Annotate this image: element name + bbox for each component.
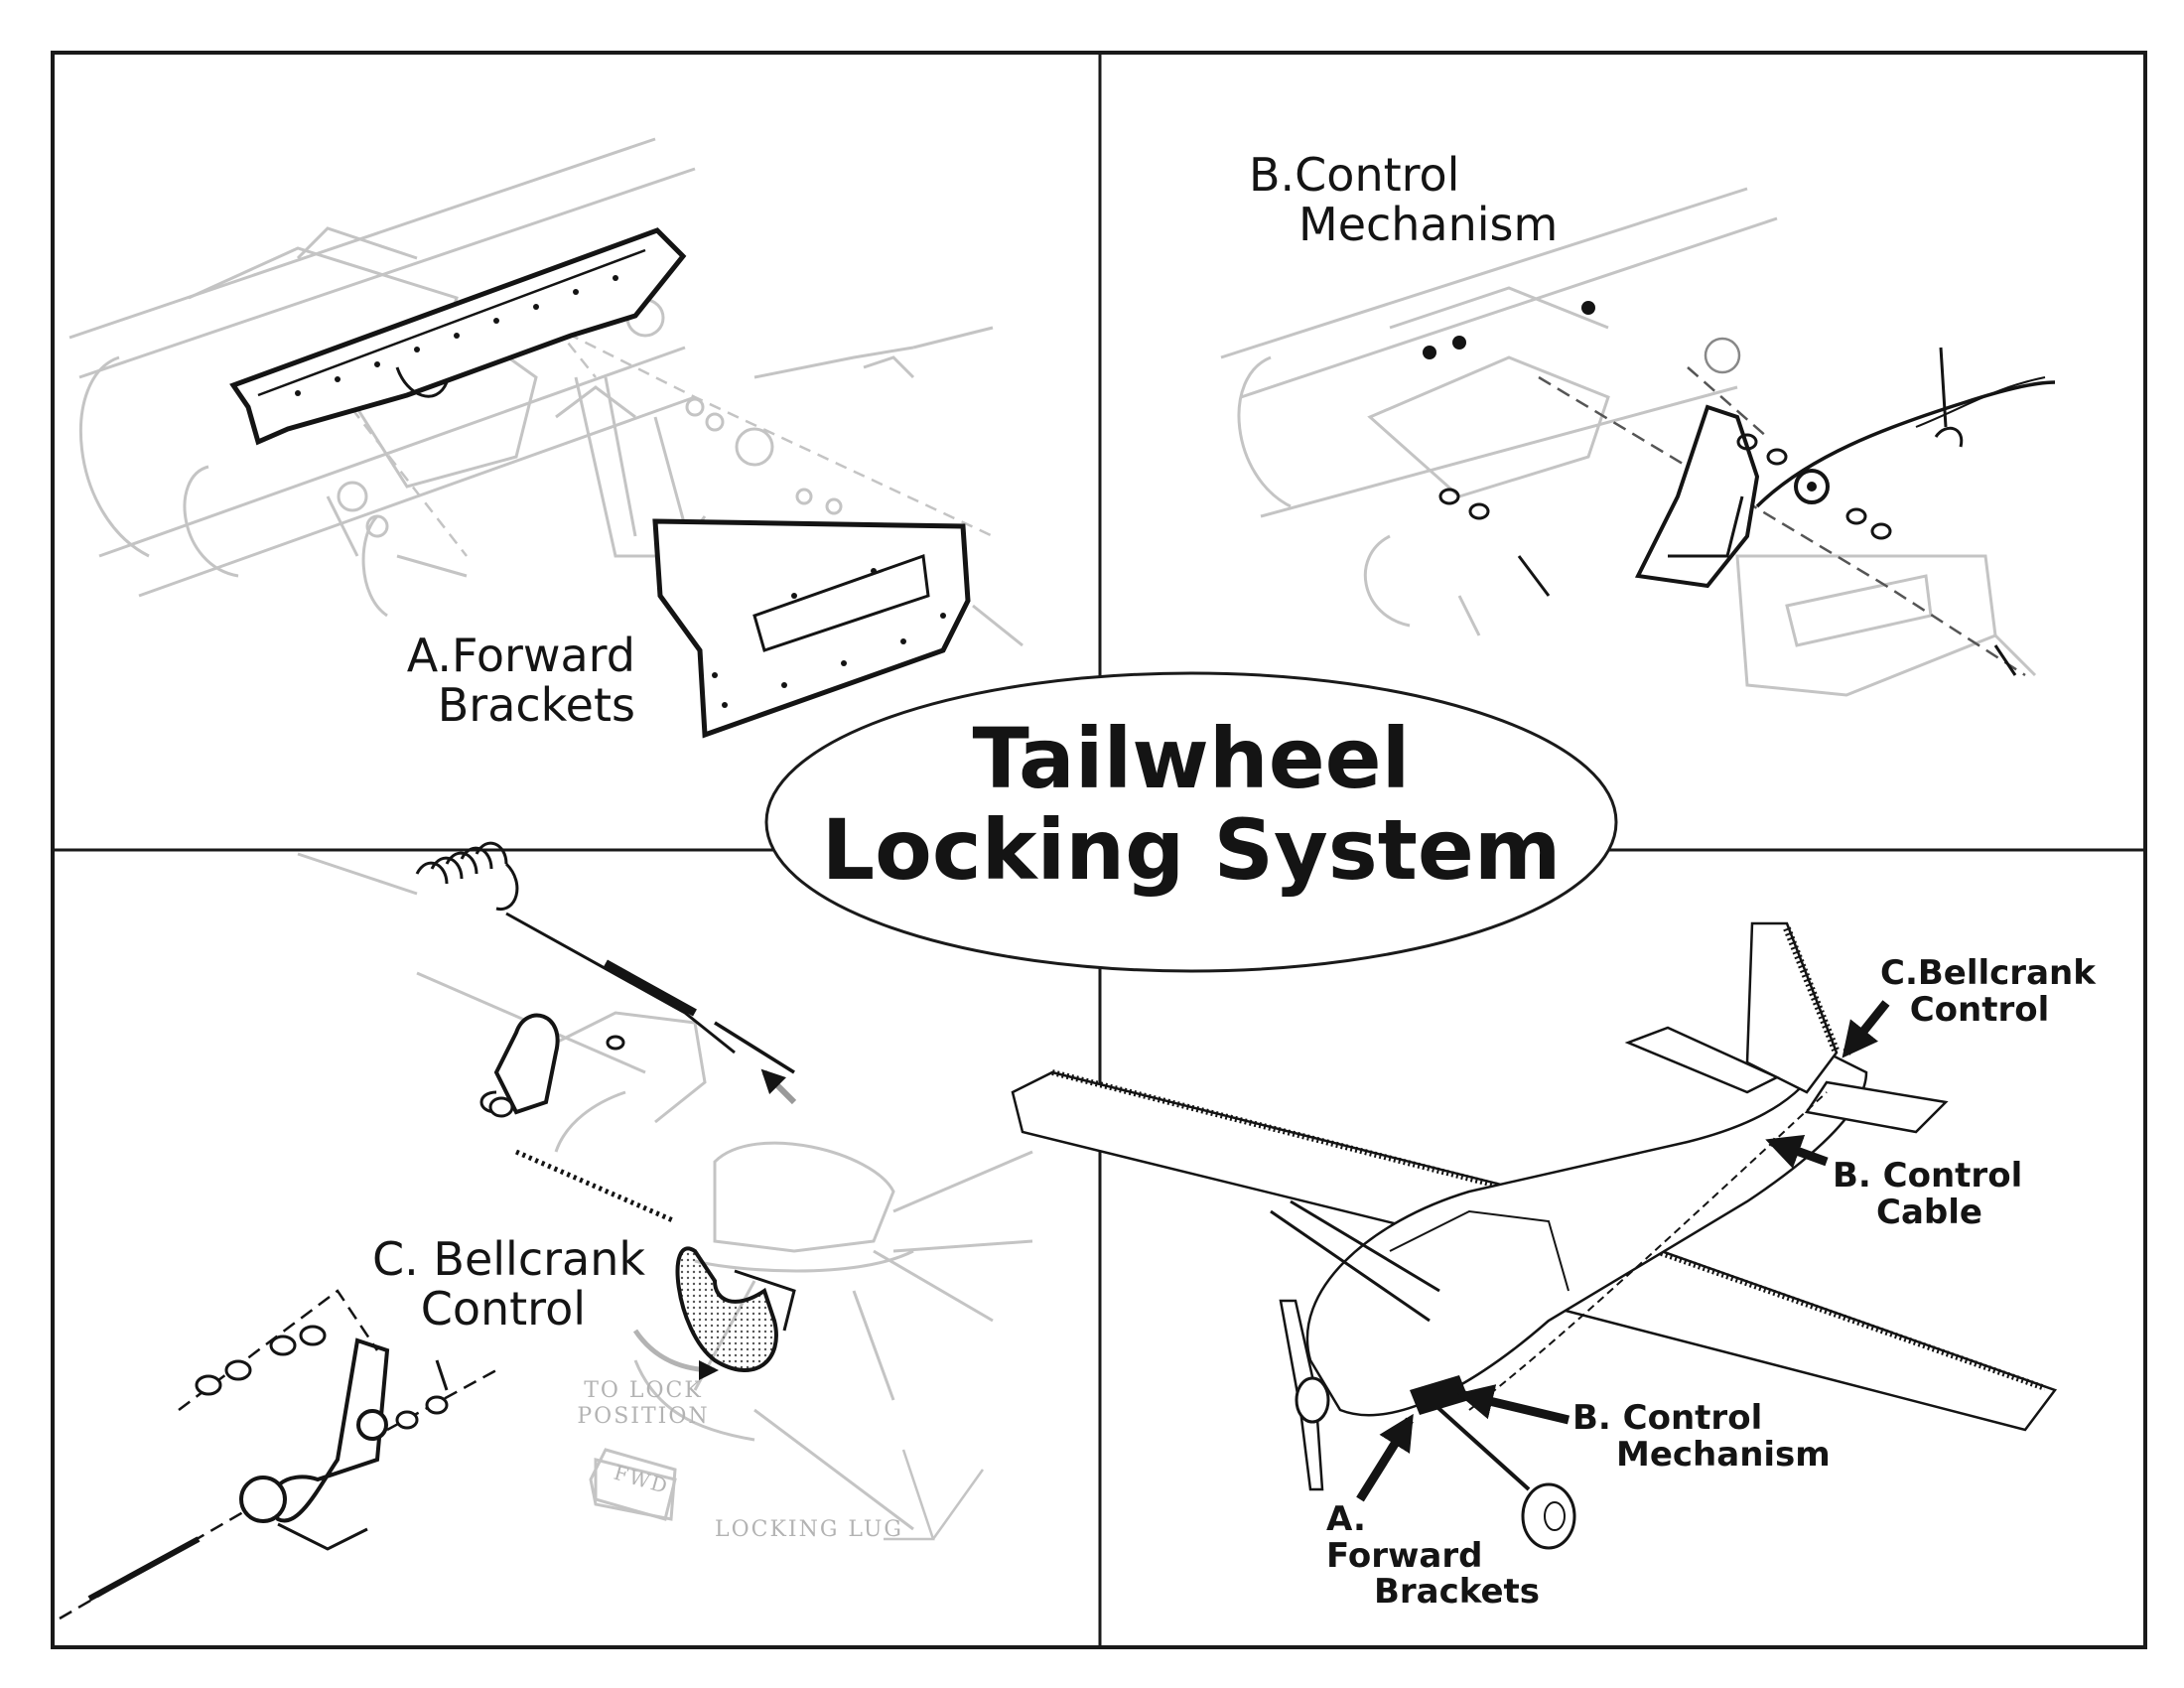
locking-hook	[675, 1246, 778, 1372]
horizontal-stabilizer	[1624, 1026, 1949, 1134]
clamp-bracket	[493, 1013, 560, 1115]
title-line-2: Locking System	[821, 801, 1562, 900]
aircraft-bellcrank-callout: C.Bellcrank Control	[1880, 953, 2096, 1030]
bellcrank-control-label: C. Bellcrank Control	[372, 1232, 645, 1336]
tension-spring	[415, 841, 519, 911]
lower-forward-bracket	[652, 518, 971, 739]
forward-brackets-label: A.Forward Brackets	[406, 629, 635, 732]
title-line-1: Tailwheel	[972, 710, 1411, 807]
vertical-tail	[1745, 921, 1839, 1094]
control-mechanism-illustration	[1220, 187, 2056, 697]
bellcrank-arm	[1634, 404, 1760, 589]
aircraft-illustration	[1011, 921, 2058, 1550]
lock-chain	[514, 1149, 677, 1224]
aircraft-forward-brackets-callout: A. Forward Brackets	[1326, 1499, 1541, 1613]
main-wheel	[1521, 1482, 1576, 1550]
fuselage	[1305, 1051, 1868, 1417]
callout-arrows	[1356, 1000, 1890, 1502]
forward-brackets-illustration	[68, 137, 1024, 739]
title-ellipse	[764, 671, 1618, 973]
to-lock-position-label: TO LOCK POSITION	[577, 1378, 710, 1430]
diagram-title: Tailwheel Locking System	[764, 713, 1618, 897]
aircraft-control-cable-callout: B. Control Cable	[1833, 1156, 2023, 1232]
control-cable	[1755, 380, 2056, 508]
locking-lug-label: LOCKING LUG	[715, 1517, 903, 1542]
aircraft-control-mechanism-callout: B. Control Mechanism	[1572, 1398, 1831, 1475]
bellcrank-control-illustration	[59, 841, 1033, 1620]
control-mechanism-label: B.Control Mechanism	[1249, 148, 1559, 251]
